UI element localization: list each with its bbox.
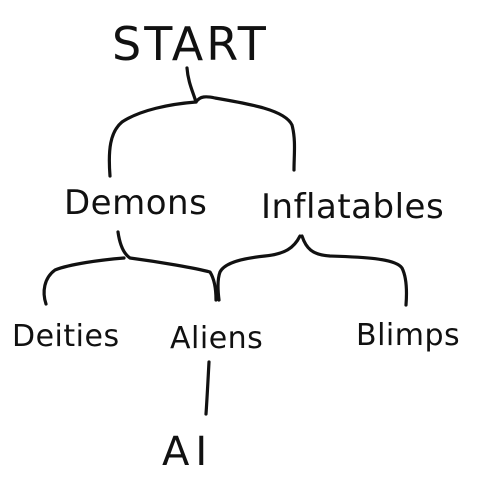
edge-inflatables-aliens: [216, 234, 302, 302]
edge-demons-deities-aliens: [116, 230, 218, 302]
node-demons: Demons: [64, 183, 207, 223]
edge-start-demons-inflatables: [185, 66, 297, 172]
edge-aliens-ai: [204, 360, 211, 416]
edge-demons-deities: [42, 256, 126, 306]
edge-start-demons: [107, 100, 198, 178]
node-start: START: [112, 17, 269, 71]
edge-inflatables-blimps: [300, 234, 409, 307]
node-deities: Deities: [12, 319, 120, 354]
node-inflatables: Inflatables: [261, 187, 444, 227]
diagram-edges: [42, 66, 409, 416]
diagram-nodes: START Demons Inflatables Deities Aliens …: [12, 17, 460, 475]
node-ai: AI: [162, 429, 213, 475]
node-blimps: Blimps: [356, 318, 460, 353]
node-aliens: Aliens: [170, 321, 263, 356]
